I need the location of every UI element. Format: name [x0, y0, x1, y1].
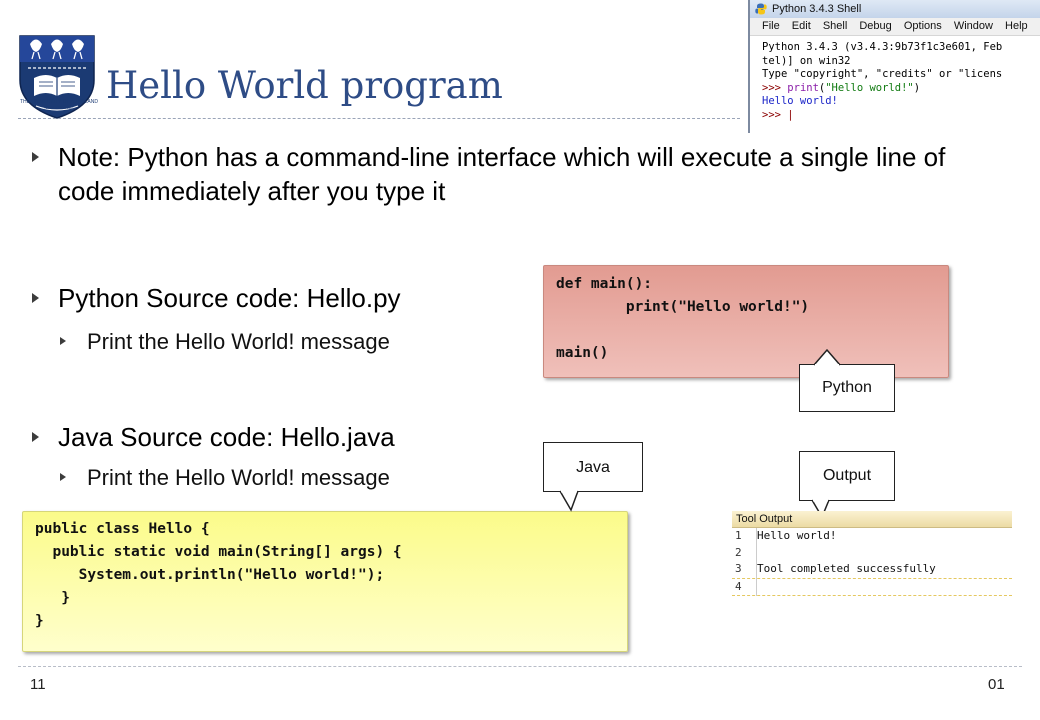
callout-python: Python [799, 364, 895, 412]
shell-banner-line: Type "copyright", "credits" or "licens [762, 68, 1003, 80]
line-number: 1 [735, 529, 742, 542]
sub-bullet-python: Print the Hello World! message [87, 329, 390, 354]
sub-bullet-arrow-icon [60, 337, 66, 345]
callout-output: Output [799, 451, 895, 501]
callout-python-pointer [813, 348, 841, 367]
menu-options[interactable]: Options [903, 20, 942, 32]
bullet-arrow-icon [32, 152, 39, 162]
shell-output-line: Hello world! [762, 95, 838, 107]
shell-prompt: >>> [762, 81, 788, 94]
callout-output-label: Output [822, 467, 872, 484]
slide-title: Hello World program [106, 64, 503, 107]
tool-output-gutter [756, 528, 757, 596]
line-text: Hello world! [757, 529, 837, 542]
tool-output-line: 1 Hello world! [732, 528, 1012, 545]
callout-java-pointer [559, 490, 579, 512]
tool-output-body: 1 Hello world! 2 3 Tool completed successf… [732, 528, 1012, 596]
line-number: 4 [735, 579, 742, 593]
page-number: 11 [30, 676, 46, 693]
menu-debug[interactable]: Debug [859, 20, 892, 32]
callout-java-label: Java [576, 459, 610, 476]
shell-menu-bar: File Edit Shell Debug Options Window Hel… [750, 18, 1040, 36]
line-number: 2 [735, 545, 742, 559]
shell-banner-line: Python 3.4.3 (v3.4.3:9b73f1c3e601, Feb [762, 41, 1003, 53]
shell-cmd-func: print [787, 81, 819, 94]
menu-file[interactable]: File [762, 20, 780, 32]
menu-help[interactable]: Help [1005, 20, 1028, 32]
tool-output-header: Tool Output [732, 511, 1012, 528]
line-number: 3 [735, 562, 742, 575]
tool-output-panel: Tool Output 1 Hello world! 2 3 Tool comple… [732, 511, 1012, 599]
page-label: 01 [988, 676, 1005, 693]
sub-bullet-java: Print the Hello World! message [87, 465, 390, 490]
shell-banner-line: tel)] on win32 [762, 54, 851, 67]
tool-output-line: 2 [732, 545, 1012, 562]
shell-titlebar: Python 3.4.3 Shell [750, 0, 1040, 18]
tool-output-line: 4 [732, 579, 1012, 596]
callout-java: Java [543, 442, 643, 492]
bullet-python-source: Python Source code: Hello.py [58, 283, 401, 313]
bullet-note: Note: Python has a command-line interfac… [58, 142, 946, 206]
java-code-box: public class Hello { public static void … [22, 511, 628, 652]
menu-window[interactable]: Window [953, 20, 993, 32]
menu-edit[interactable]: Edit [791, 20, 811, 32]
line-text: Tool completed successfully [757, 562, 936, 575]
shell-cmd-paren: ) [913, 81, 921, 94]
shell-command-line: >>> print("Hello world!") [762, 82, 1040, 96]
callout-python-label: Python [822, 379, 872, 396]
shell-cmd-paren: ( [818, 81, 826, 94]
bullet-arrow-icon [32, 432, 39, 442]
python-logo-icon [755, 3, 767, 15]
python-code-box: def main(): print("Hello world!") main() [543, 265, 949, 378]
tool-output-line: 3 Tool completed successfully [732, 561, 1012, 579]
bullet-arrow-icon [32, 293, 39, 303]
shell-title-text: Python 3.4.3 Shell [772, 3, 862, 15]
bullet-java-source: Java Source code: Hello.java [58, 422, 395, 452]
logo-caption: THE UNIVERSITY OF AUCKLAND NEW ZEALAND [20, 99, 98, 110]
title-divider [18, 118, 740, 119]
footer-divider [18, 666, 1022, 667]
menu-shell[interactable]: Shell [822, 20, 848, 32]
university-crest-logo [19, 35, 95, 119]
shell-cmd-string: "Hello world!" [825, 81, 914, 94]
sub-bullet-arrow-icon [60, 473, 66, 481]
shell-input-prompt[interactable]: >>> | [762, 108, 794, 121]
python-shell-window: Python 3.4.3 Shell File Edit Shell Debug… [748, 0, 1040, 133]
